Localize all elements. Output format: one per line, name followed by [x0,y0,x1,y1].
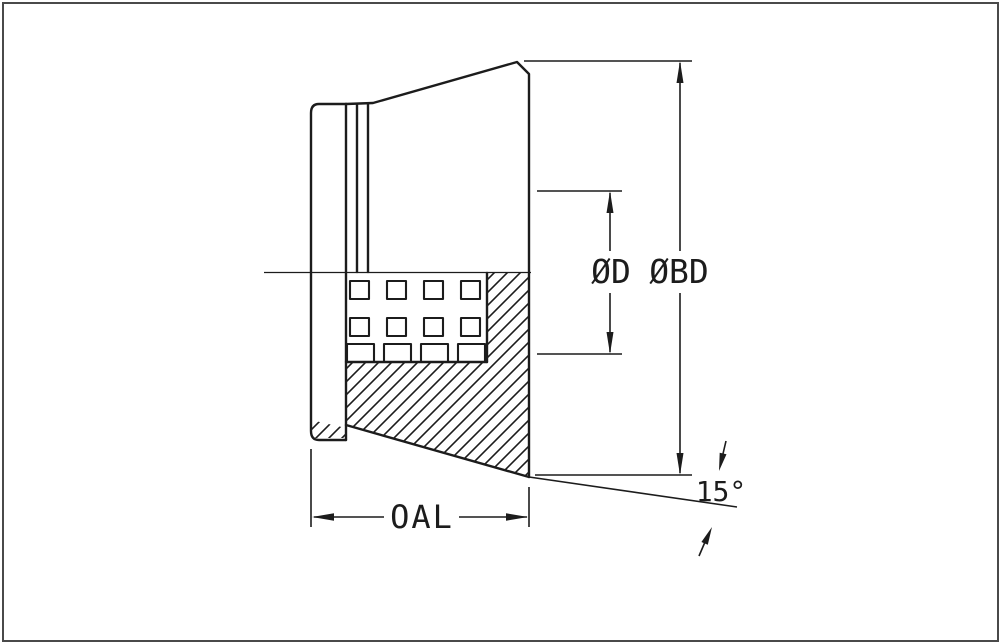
thread-square [385,316,408,338]
od-arrow-down [606,332,614,354]
dim-body-diameter: ØBD [524,60,709,476]
obd-arrow-down [676,453,684,475]
part-outline [309,60,738,508]
angle-arrow-upper [719,452,727,471]
oal-arrow-left [312,513,334,521]
angle-arrow-lower [701,527,712,545]
section-hatch [311,273,529,477]
angle-lower-leader [698,541,706,557]
taper-angle-label: 15° [696,475,747,508]
thread-tooth [456,342,487,364]
obd-arrow-up [676,61,684,83]
body-diameter-label: ØBD [649,252,709,291]
overall-length-label: OAL [390,498,454,536]
thread-square [385,279,408,301]
dim-overall-length: OAL [310,449,530,536]
dim-taper-angle: 15° [696,440,747,557]
bore-diameter-label: ØD [591,252,631,291]
thread-square [348,279,371,301]
thread-square [422,279,445,301]
section-hatch-body [346,273,529,477]
thread-tooth [382,342,413,364]
taper-edge [344,423,531,479]
oal-arrow-right [506,513,528,521]
thread-square [422,316,445,338]
od-arrow-up [606,191,614,213]
thread-square [459,279,482,301]
thread-square [348,316,371,338]
thread-tooth [419,342,450,364]
section-hatch-flange [311,420,346,438]
flange-outline [309,102,348,442]
dim-bore-diameter: ØD [537,190,631,355]
body-outline [344,60,531,479]
thread-profile [345,279,487,364]
taper-extension-line [528,476,738,508]
thread-square [459,316,482,338]
thread-tooth [345,342,376,364]
